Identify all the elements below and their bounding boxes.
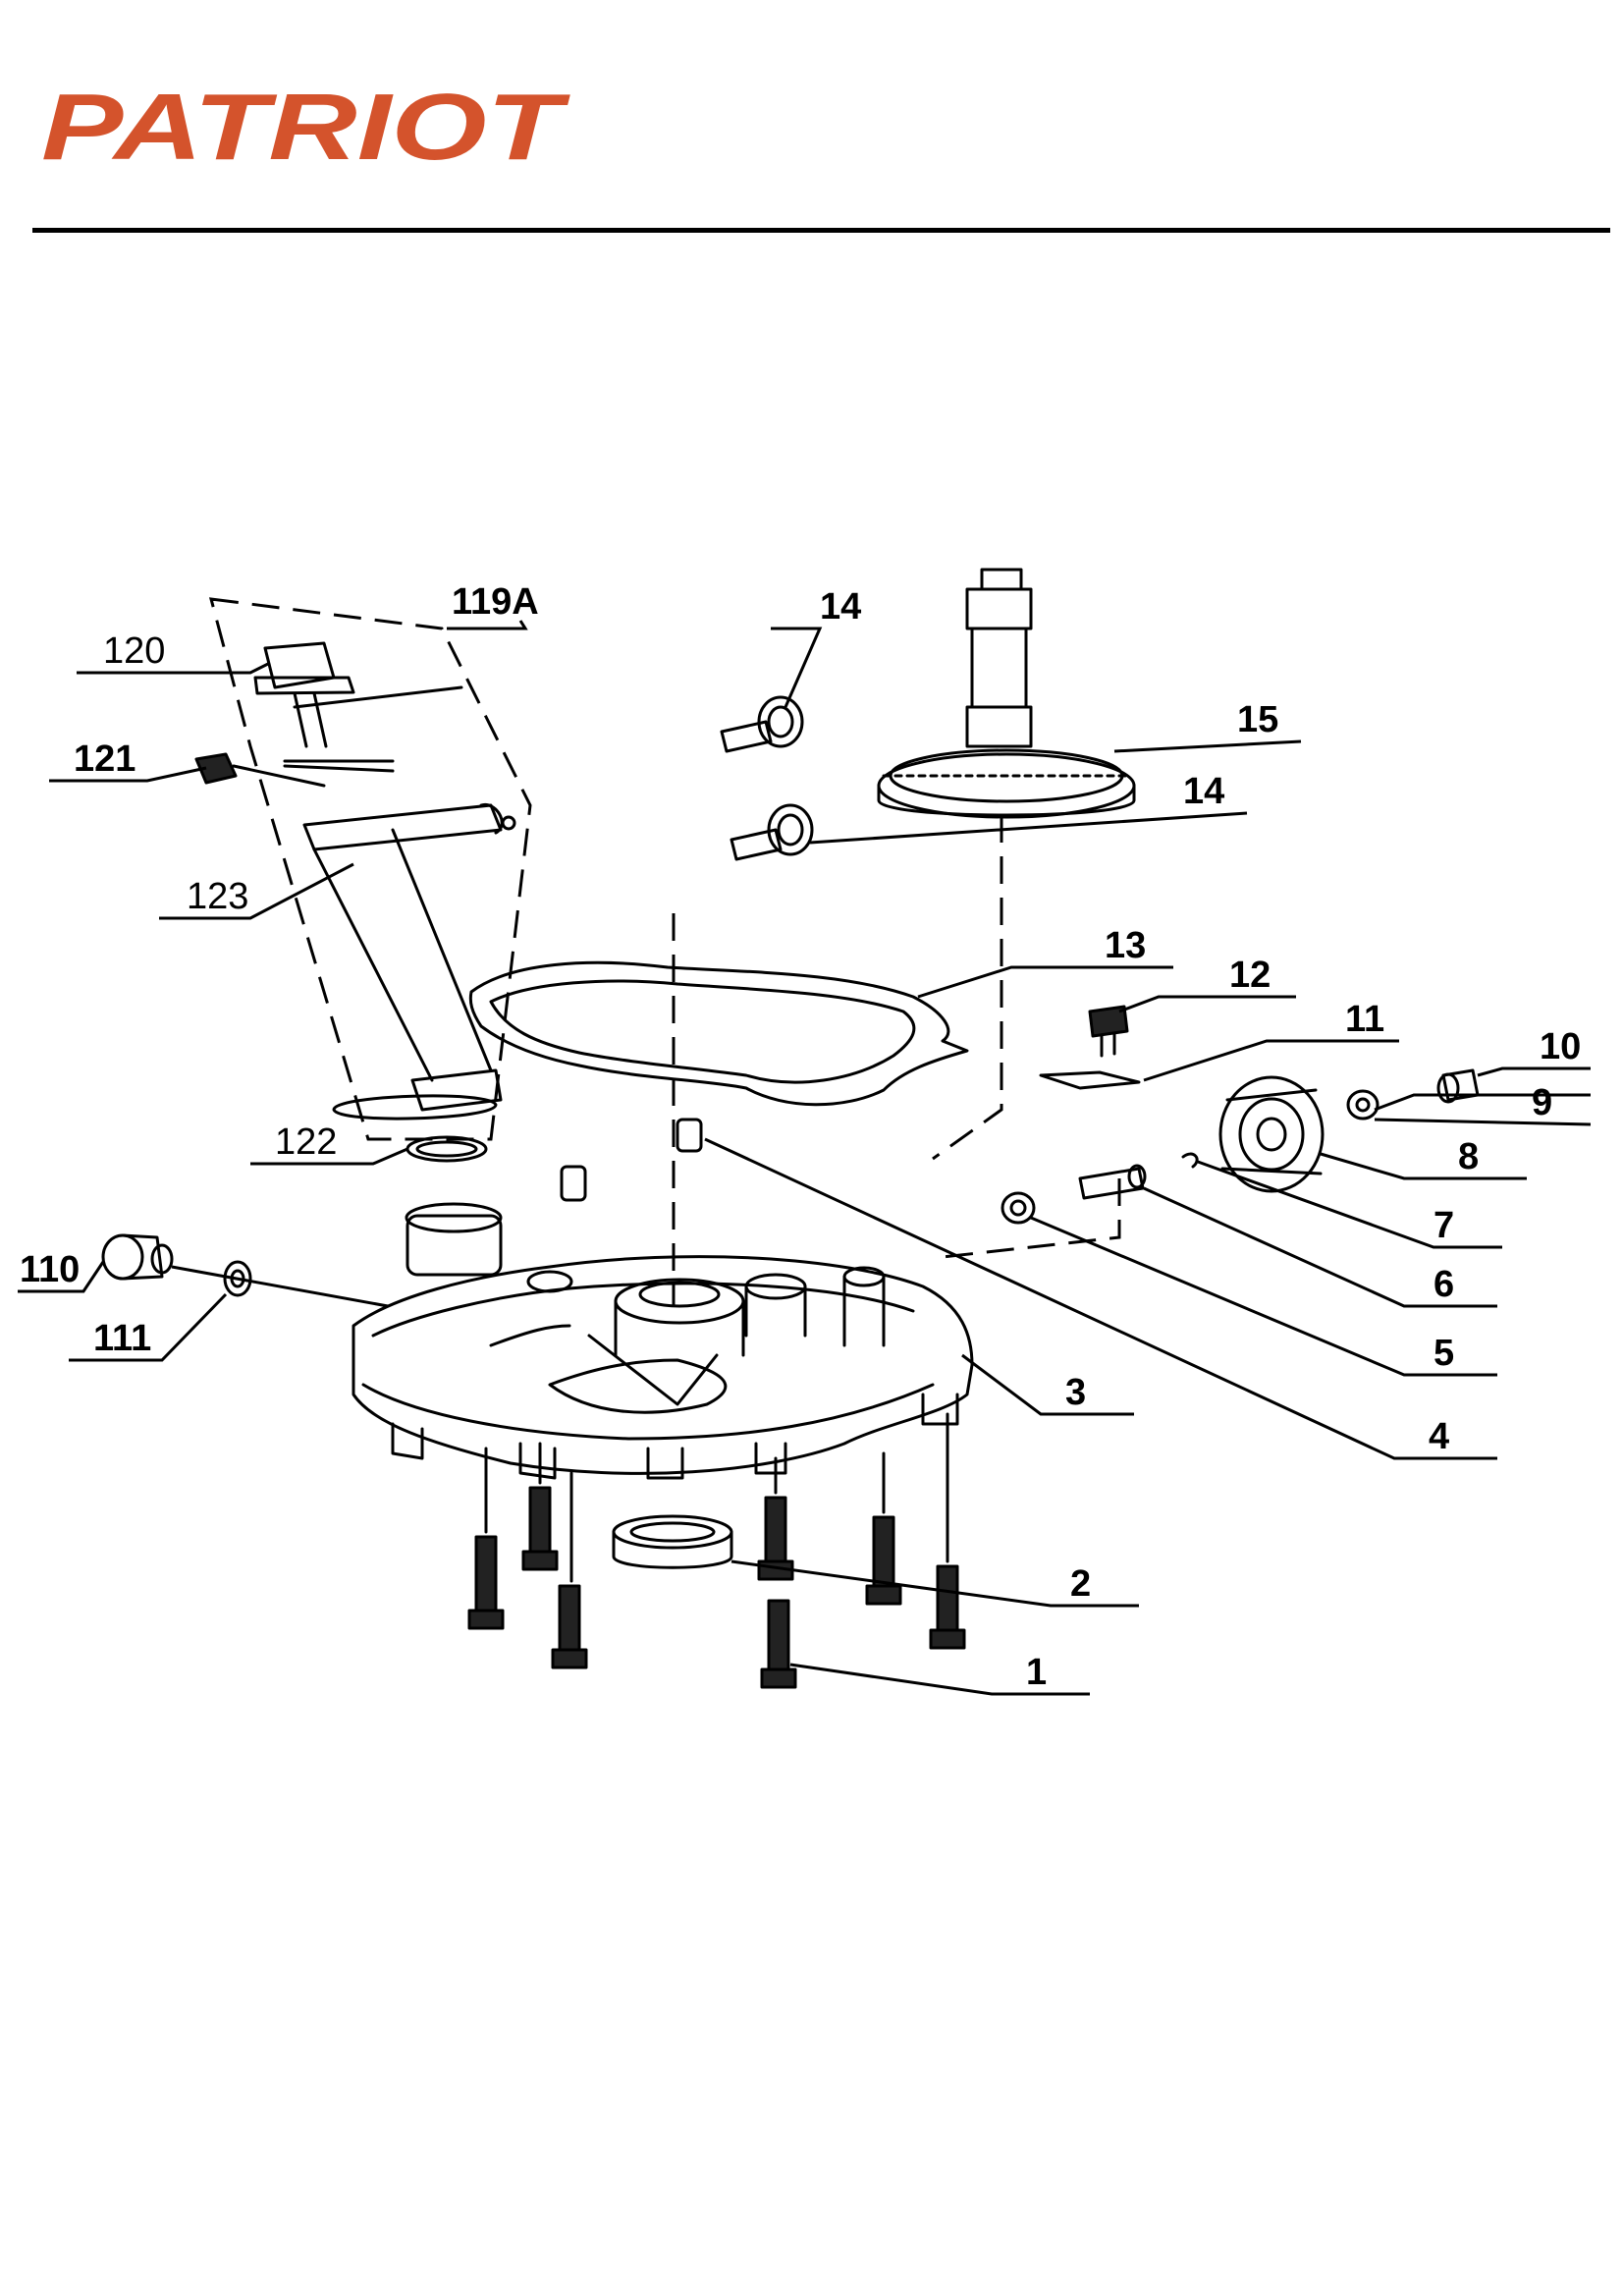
- cam-follower-lower: [730, 803, 814, 861]
- label-3: 3: [1065, 1372, 1086, 1413]
- label-119a: 119A: [452, 581, 539, 623]
- governor-washer: [1346, 1089, 1380, 1121]
- label-110: 110: [20, 1249, 80, 1290]
- gasket: [468, 960, 969, 1107]
- label-13: 13: [1105, 925, 1146, 966]
- camshaft: [877, 568, 1136, 819]
- dowel-pin: [560, 1165, 587, 1202]
- label-123: 123: [187, 876, 248, 917]
- header-divider: [32, 228, 1610, 233]
- label-8: 8: [1458, 1136, 1479, 1177]
- bolts: [467, 1412, 966, 1689]
- label-120: 120: [103, 630, 165, 672]
- patriot-logo: PATRIOT: [41, 82, 571, 171]
- label-11: 11: [1345, 999, 1384, 1040]
- label-122: 122: [275, 1121, 337, 1163]
- drain-plug: [101, 1233, 174, 1281]
- oil-fill-assembly: [208, 597, 532, 1141]
- label-10: 10: [1540, 1026, 1581, 1067]
- label-12: 12: [1229, 955, 1271, 996]
- governor-plate: [1039, 1070, 1141, 1090]
- bolt-121: [194, 752, 326, 788]
- label-5: 5: [1434, 1333, 1454, 1374]
- label-6: 6: [1434, 1264, 1454, 1305]
- callout-labels: 120 121 123 122 119A 110 111 14 15 14 13…: [20, 581, 1581, 1693]
- label-14-lower: 14: [1183, 771, 1224, 812]
- label-1: 1: [1026, 1652, 1047, 1693]
- label-4: 4: [1429, 1416, 1449, 1457]
- label-15: 15: [1237, 699, 1278, 740]
- governor-bolt: [1088, 1005, 1129, 1058]
- label-7: 7: [1434, 1205, 1454, 1246]
- governor-gear: [1218, 1075, 1325, 1193]
- crankcase-cover: [352, 1202, 974, 1480]
- e-clip: [1181, 1152, 1199, 1169]
- oil-seal: [612, 1514, 733, 1569]
- label-121: 121: [74, 738, 135, 780]
- governor-sleeve: [1436, 1068, 1480, 1104]
- governor-shaft: [1078, 1164, 1147, 1200]
- label-111: 111: [93, 1318, 151, 1359]
- leader-lines: [18, 620, 1592, 1696]
- label-9: 9: [1532, 1082, 1552, 1123]
- label-14-upper: 14: [820, 586, 861, 628]
- cam-follower-upper: [720, 695, 804, 753]
- dowel-pin: [676, 1118, 703, 1153]
- logo-text: PATRIOT: [41, 82, 571, 171]
- label-2: 2: [1070, 1563, 1091, 1605]
- governor-washer-5: [1001, 1191, 1036, 1225]
